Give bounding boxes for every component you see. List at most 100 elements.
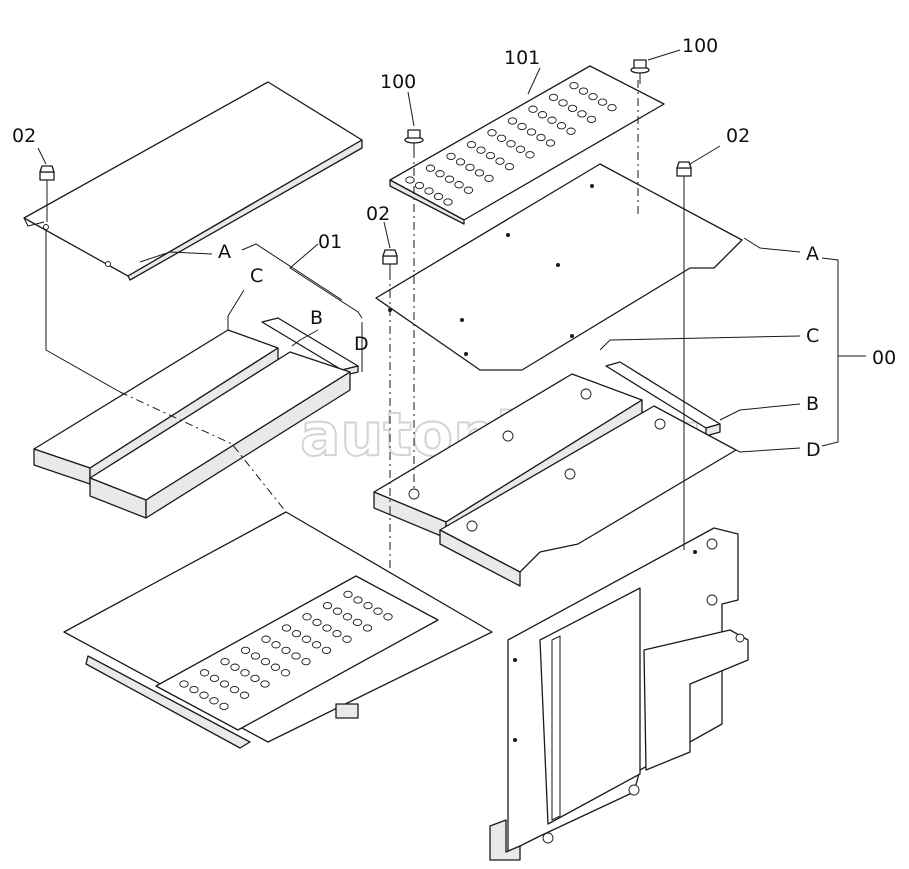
perforation-hole [209, 674, 220, 683]
left-floor-plate [63, 511, 493, 749]
perforation-hole [466, 140, 477, 149]
perforation-hole [250, 674, 260, 683]
perforation-hole [229, 685, 240, 694]
perforation-hole [474, 169, 485, 177]
perforation-hole [545, 139, 556, 147]
perforation-hole [301, 635, 312, 643]
right-mat-d [439, 405, 737, 587]
right-perforated-plate [389, 65, 665, 225]
perforation-hole [515, 145, 526, 153]
perforation-hole [209, 697, 219, 705]
perforation-hole [353, 596, 363, 604]
callout-02-left: 02 [12, 125, 36, 147]
perforation-hole [373, 607, 383, 615]
perforation-hole [577, 110, 587, 118]
perforation-hole [547, 116, 557, 124]
callout-100-right: 100 [682, 35, 718, 57]
bolt-100-left [404, 129, 424, 154]
right-perforation-holes [405, 81, 617, 206]
perforation-hole [548, 93, 559, 102]
perforation-hole [240, 646, 251, 655]
perforation-hole [537, 111, 548, 119]
perforation-hole [291, 629, 302, 638]
bolt-100-right [630, 59, 650, 84]
perforation-hole [476, 146, 486, 154]
perforation-hole [230, 663, 240, 671]
perforation-hole [270, 663, 281, 671]
perforation-hole [189, 685, 199, 694]
perforation-hole [240, 669, 250, 677]
perforation-hole [586, 115, 597, 124]
callout-02-right: 02 [726, 125, 750, 147]
perforation-hole [446, 152, 456, 161]
perforation-hole [281, 646, 291, 655]
perforation-hole [443, 198, 453, 206]
perforation-hole [220, 657, 230, 666]
perforation-hole [588, 92, 598, 101]
letter-d-left: D [354, 333, 369, 355]
perforation-hole [504, 162, 515, 171]
perforation-hole [454, 181, 464, 189]
leader-lines [37, 49, 866, 453]
perforation-hole [199, 669, 210, 677]
perforation-hole [495, 157, 505, 165]
perforation-hole [526, 128, 537, 136]
letter-d-right: D [806, 439, 821, 461]
perforation-hole [455, 158, 466, 166]
perforation-hole [487, 129, 497, 137]
perforation-hole [556, 122, 567, 130]
right-side-panel [489, 527, 749, 861]
callout-101: 101 [504, 47, 540, 69]
callout-00: 00 [872, 347, 896, 369]
perforation-hole [362, 624, 373, 632]
perforation-hole [239, 691, 250, 699]
perforation-hole [179, 680, 189, 688]
perforation-hole [271, 641, 281, 649]
bolt-02-left [39, 165, 55, 192]
perforation-hole [291, 652, 301, 660]
perforation-hole [525, 151, 535, 159]
perforation-hole [321, 646, 332, 655]
perforation-hole [302, 613, 312, 621]
callout-02-mid: 02 [366, 203, 390, 225]
perforation-hole [496, 134, 507, 142]
perforation-hole [219, 680, 230, 688]
perforation-hole [219, 702, 229, 711]
letter-c-left: C [250, 265, 263, 287]
perforation-hole [433, 192, 444, 201]
letter-a-left: A [218, 241, 231, 263]
letter-a-right: A [806, 243, 819, 265]
perforation-hole [507, 117, 518, 125]
perforation-hole [528, 105, 538, 113]
perforation-hole [363, 601, 373, 610]
left-perforation-holes [179, 590, 393, 711]
callout-100-left: 100 [380, 71, 416, 93]
perforation-hole [281, 624, 292, 632]
perforation-hole [425, 164, 436, 172]
perforation-hole [332, 607, 343, 615]
perforation-hole [485, 151, 496, 160]
perforation-hole [301, 657, 311, 666]
right-cover-plate [375, 163, 743, 371]
perforation-hole [414, 181, 425, 190]
perforation-hole [558, 99, 568, 107]
perforation-hole [444, 175, 455, 183]
perforation-hole [435, 170, 445, 178]
perforation-hole [506, 140, 516, 148]
perforation-hole [260, 680, 270, 688]
perforation-hole [342, 613, 353, 621]
letter-b-left: B [310, 307, 323, 329]
perforation-hole [536, 133, 546, 142]
perforation-hole [383, 613, 393, 621]
perforation-hole [199, 691, 209, 699]
perforation-hole [260, 657, 271, 666]
perforation-hole [280, 669, 291, 677]
left-mat-d [89, 351, 351, 519]
perforation-hole [566, 127, 576, 135]
bolt-02-mid [382, 249, 398, 276]
perforation-hole [352, 618, 363, 627]
perforation-hole [607, 103, 617, 112]
perforation-hole [465, 163, 475, 172]
perforation-hole [578, 87, 589, 95]
